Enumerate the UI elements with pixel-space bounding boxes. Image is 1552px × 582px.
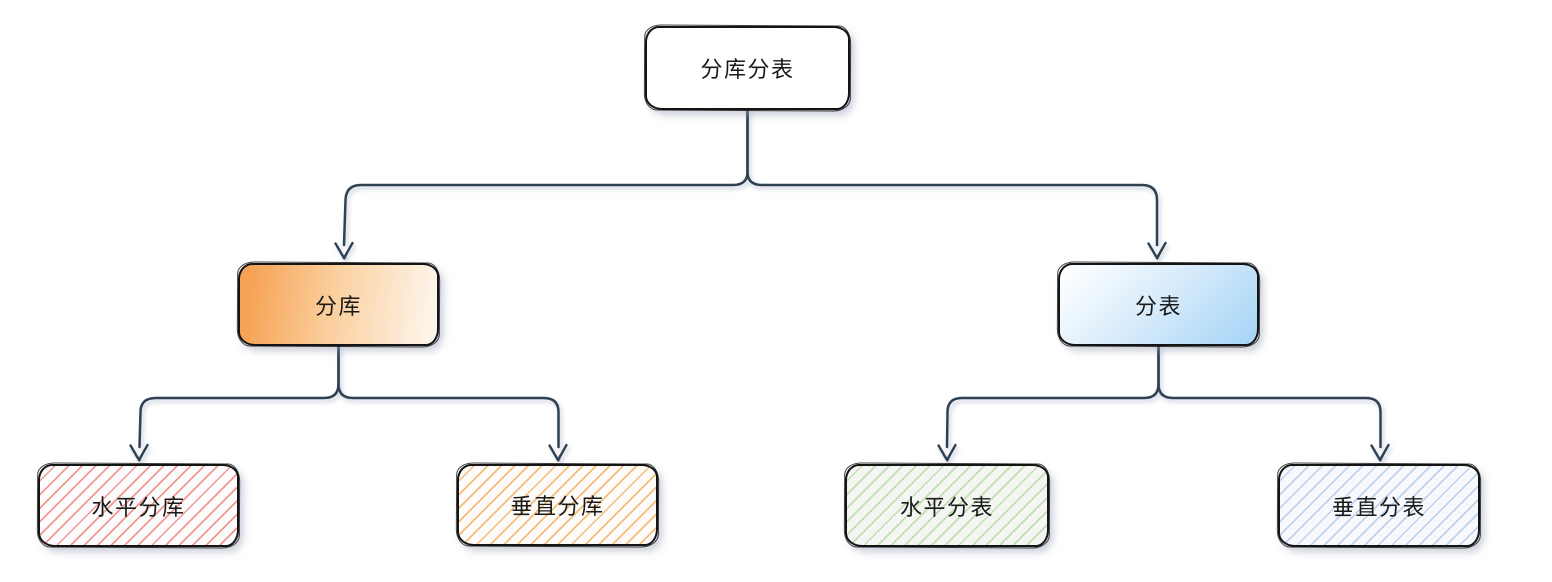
node-root-label: 分库分表 bbox=[700, 57, 795, 82]
node-fenku-label: 分库 bbox=[314, 293, 362, 319]
node-fenbiao[interactable]: 分表 bbox=[1058, 263, 1259, 346]
edge-fenku-to-chuizhi-fenku[interactable] bbox=[337, 344, 568, 462]
edge-root-to-fenbiao[interactable] bbox=[746, 108, 1167, 260]
node-fenbiao-label: 分表 bbox=[1134, 293, 1182, 319]
edge-fenku-to-shuiping-fenku[interactable] bbox=[129, 344, 340, 462]
node-chuizhi-fenku-label: 垂直分库 bbox=[510, 494, 605, 519]
node-shuiping-fenbiao-label: 水平分表 bbox=[899, 494, 994, 520]
node-shuiping-fenku[interactable]: 水平分库 bbox=[38, 464, 239, 547]
edge-root-to-fenku[interactable] bbox=[334, 108, 749, 260]
node-fenku[interactable]: 分库 bbox=[238, 263, 439, 346]
node-shuiping-fenbiao[interactable]: 水平分表 bbox=[845, 464, 1049, 547]
node-chuizhi-fenbiao[interactable]: 垂直分表 bbox=[1278, 464, 1480, 547]
node-chuizhi-fenbiao-label: 垂直分表 bbox=[1331, 494, 1426, 520]
edge-fenbiao-to-chuizhi-fenbiao[interactable] bbox=[1157, 344, 1390, 462]
node-chuizhi-fenku[interactable]: 垂直分库 bbox=[457, 464, 658, 546]
node-shuiping-fenku-label: 水平分库 bbox=[91, 494, 186, 520]
node-root[interactable]: 分库分表 bbox=[645, 26, 850, 110]
edge-fenbiao-to-shuiping-fenbiao[interactable] bbox=[937, 344, 1160, 462]
